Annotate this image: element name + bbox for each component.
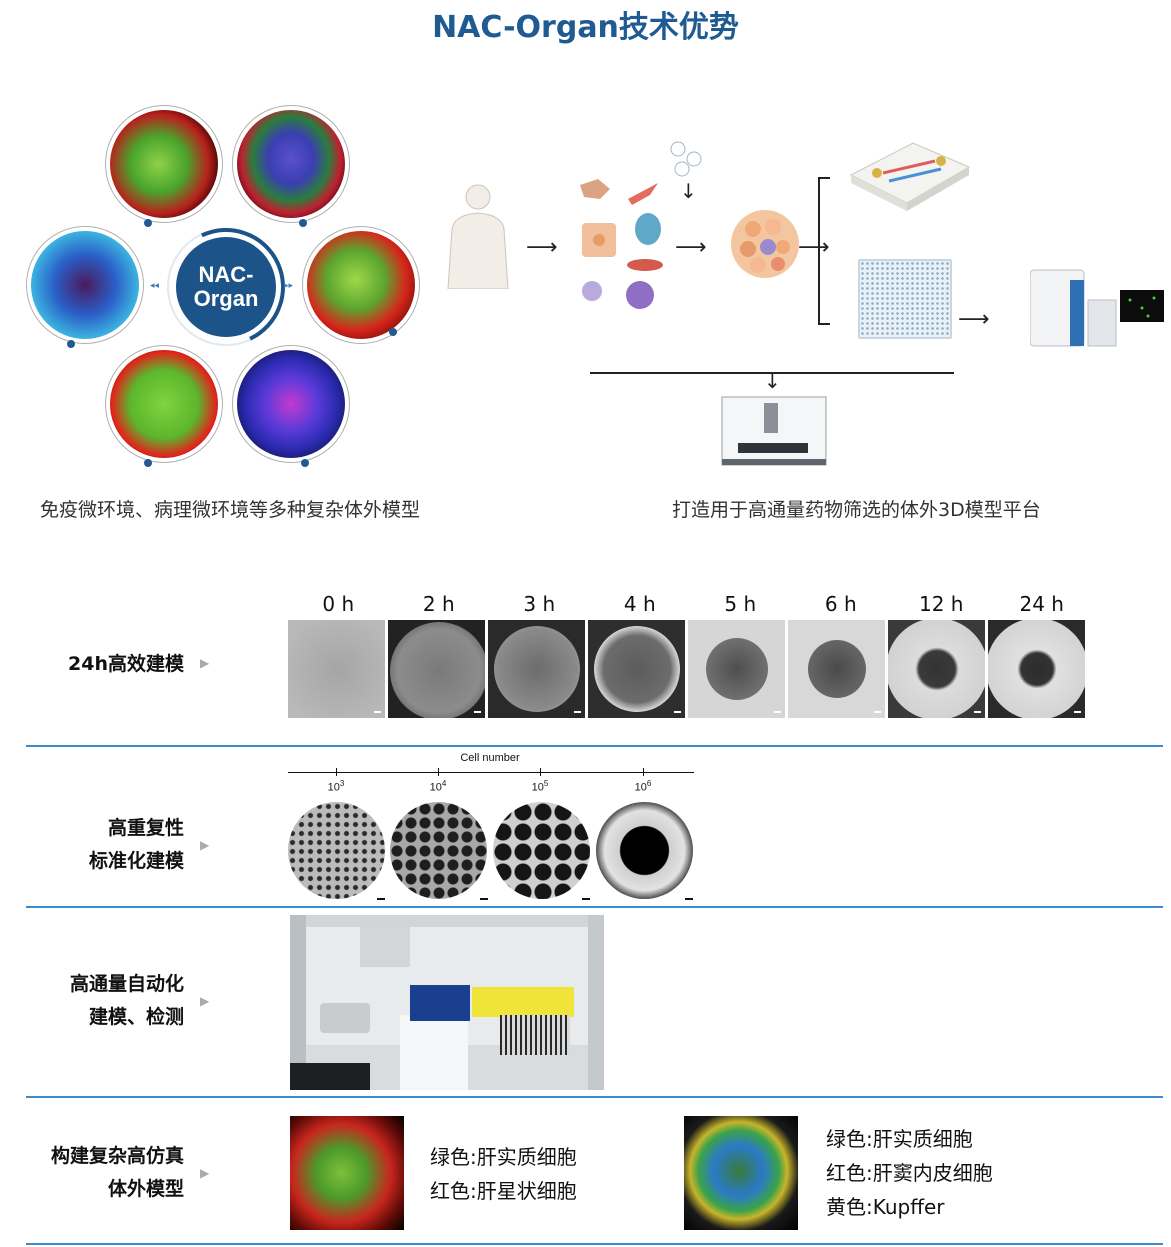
time-label: 5 h xyxy=(724,592,757,616)
legend-item: 绿色:肝实质细胞 xyxy=(430,1145,577,1169)
bracket xyxy=(818,177,830,325)
nanoparticle-icon xyxy=(670,141,702,177)
microwell-image xyxy=(493,802,590,899)
nac-organ-badge: NAC- Organ xyxy=(176,237,276,337)
arrow-right-icon: ⟶ xyxy=(798,235,830,260)
workflow-diagram: ⟶ ↓ ⟶ ⟶ ⟶ xyxy=(430,135,1170,475)
axis-label: 103 xyxy=(327,779,345,794)
row-label-line: 标准化建模 xyxy=(88,850,184,872)
legend-item: 黄色:Kupffer xyxy=(826,1195,945,1219)
arrow-right-icon: ⟶ xyxy=(958,307,990,332)
time-lapse-frame xyxy=(688,620,785,718)
automation-workstation-icon xyxy=(721,396,827,466)
triangle-right-icon: ▶ xyxy=(200,994,210,1008)
axis-tick xyxy=(540,768,541,776)
badge-line-1: NAC- xyxy=(198,261,254,287)
organoid-image-tumor xyxy=(26,226,144,348)
time-lapse-frame xyxy=(888,620,985,718)
axis-tick xyxy=(438,768,439,776)
cell-number-title: Cell number xyxy=(460,752,520,764)
human-figure-icon xyxy=(447,184,509,289)
microwell-image xyxy=(288,802,385,899)
center-arc xyxy=(150,211,302,363)
row-label-line: 高重复性 xyxy=(107,817,184,839)
row-label-line: 24h高效建模 xyxy=(68,653,184,675)
time-label: 12 h xyxy=(919,592,964,616)
arrow-left-icon: ◂◂ xyxy=(150,281,160,291)
organoid-image-green-core xyxy=(105,345,223,467)
scale-bar xyxy=(377,898,385,900)
time-label: 0 h xyxy=(322,592,355,616)
liver-organoid-image-1 xyxy=(290,1116,404,1230)
row-label-fast-modeling: 24h高效建模 xyxy=(68,648,184,681)
section-divider xyxy=(26,745,1163,747)
caption-right: 打造用于高通量药物筛选的体外3D模型平台 xyxy=(672,499,1041,521)
cell-types-icon xyxy=(580,179,663,309)
triangle-right-icon: ▶ xyxy=(200,1166,210,1180)
legend-left: 绿色:肝实质细胞 红色:肝星状细胞 xyxy=(430,1140,577,1208)
time-label: 3 h xyxy=(523,592,556,616)
triangle-right-icon: ▶ xyxy=(200,656,210,670)
time-label: 6 h xyxy=(824,592,857,616)
section-divider xyxy=(26,1096,1163,1098)
time-point-labels: 0 h 2 h 3 h 4 h 5 h 6 h 12 h 24 h xyxy=(288,592,1092,616)
scale-bar xyxy=(685,898,693,900)
scale-bar xyxy=(582,898,590,900)
legend-item: 绿色:肝实质细胞 xyxy=(826,1127,973,1151)
time-label: 24 h xyxy=(1019,592,1064,616)
time-lapse-frame xyxy=(488,620,585,718)
organoid-image-blue-magenta xyxy=(232,345,350,467)
spheroid-icon xyxy=(731,210,799,278)
scale-bar xyxy=(480,898,488,900)
axis-label: 106 xyxy=(634,779,652,794)
time-lapse-frame xyxy=(288,620,385,718)
arrow-down-icon: ↓ xyxy=(680,179,697,203)
time-lapse-frame xyxy=(988,620,1085,718)
axis-tick xyxy=(643,768,644,776)
row-label-line: 体外模型 xyxy=(107,1178,184,1200)
time-lapse-strip xyxy=(288,620,1085,718)
axis-tick xyxy=(336,768,337,776)
row-label-line: 构建复杂高仿真 xyxy=(50,1145,184,1167)
section-divider xyxy=(26,1243,1163,1245)
connector-line xyxy=(590,372,954,374)
liver-organoid-image-2 xyxy=(684,1116,798,1230)
axis-label: 104 xyxy=(429,779,447,794)
caption-left: 免疫微环境、病理微环境等多种复杂体外模型 xyxy=(40,499,421,521)
section-divider xyxy=(26,906,1163,908)
row-label-line: 高通量自动化 xyxy=(69,973,184,995)
row-label-reproducibility: 高重复性 标准化建模 xyxy=(89,812,184,878)
imaging-system-icon xyxy=(1030,269,1164,347)
organoid-image-pathology xyxy=(232,105,350,227)
arrow-right-icon: ⟶ xyxy=(526,235,558,260)
center-ring: NAC- Organ xyxy=(167,228,285,346)
microwell-image xyxy=(390,802,487,899)
time-lapse-frame xyxy=(588,620,685,718)
organoid-circle-cluster: NAC- Organ ◂◂ ▸▸ xyxy=(26,105,426,470)
organoid-image-immune xyxy=(105,105,223,227)
time-lapse-frame xyxy=(388,620,485,718)
organ-on-chip-icon xyxy=(849,142,971,211)
arrow-right-icon: ⟶ xyxy=(675,235,707,260)
arrow-down-icon: ↓ xyxy=(764,369,781,393)
triangle-right-icon: ▶ xyxy=(200,838,210,852)
time-lapse-frame xyxy=(788,620,885,718)
well-plate-icon xyxy=(858,259,952,339)
legend-item: 红色:肝窦内皮细胞 xyxy=(826,1161,993,1185)
organoid-image-liver xyxy=(302,226,420,344)
cell-number-axis xyxy=(288,772,694,773)
row-label-automation: 高通量自动化 建模、检测 xyxy=(70,968,184,1034)
time-label: 2 h xyxy=(422,592,455,616)
row-label-complex-models: 构建复杂高仿真 体外模型 xyxy=(51,1140,184,1206)
page-title: NAC-Organ技术优势 xyxy=(432,10,739,45)
automation-lab-photo xyxy=(290,915,604,1090)
arrow-right-icon: ▸▸ xyxy=(284,281,294,291)
legend-item: 红色:肝星状细胞 xyxy=(430,1179,577,1203)
time-label: 4 h xyxy=(623,592,656,616)
axis-label: 105 xyxy=(531,779,549,794)
legend-right: 绿色:肝实质细胞 红色:肝窦内皮细胞 黄色:Kupffer xyxy=(826,1122,993,1224)
row-label-line: 建模、检测 xyxy=(88,1006,184,1028)
microwell-image xyxy=(596,802,693,899)
badge-line-2: Organ xyxy=(193,286,259,311)
